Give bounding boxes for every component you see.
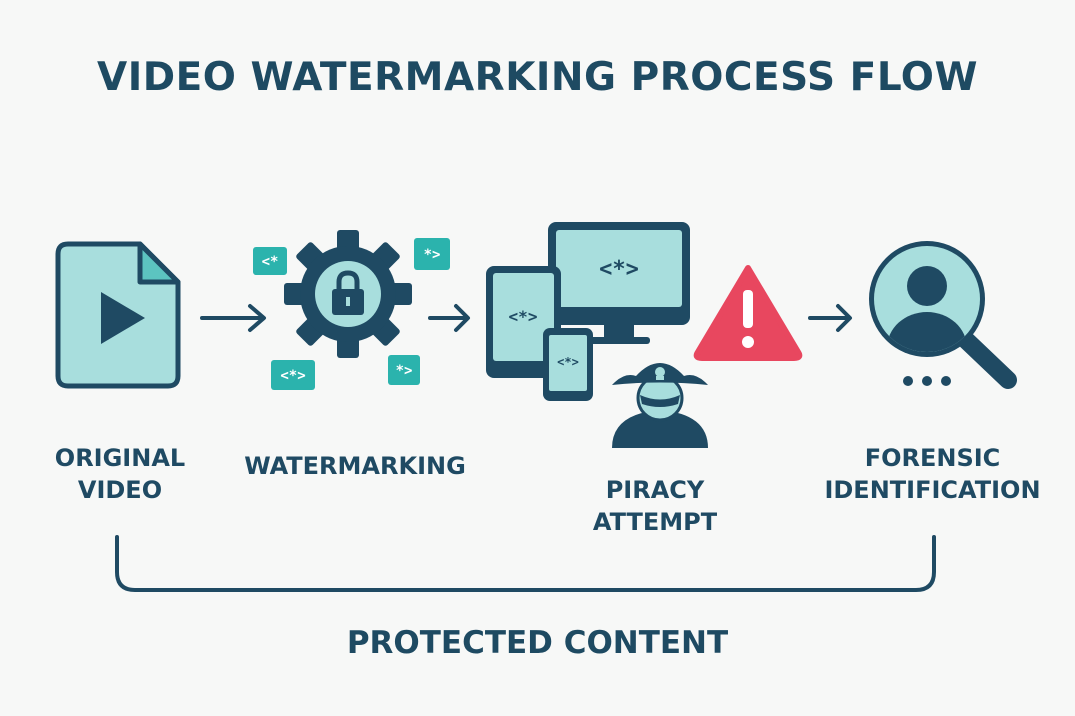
- diagram-title: VIDEO WATERMARKING PROCESS FLOW: [97, 55, 978, 100]
- warning-icon: [693, 265, 803, 361]
- label-line: VIDEO: [77, 476, 163, 504]
- svg-text:<*>: <*>: [509, 307, 538, 326]
- svg-text:<*>: <*>: [557, 355, 579, 369]
- step-label-forensic-identification: FORENSIC IDENTIFICATION: [800, 442, 1065, 506]
- svg-text:*>: *>: [424, 247, 441, 263]
- tablet-icon: <*>: [486, 266, 561, 378]
- code-tag-icon: *>: [388, 355, 420, 385]
- label-line: PIRACY: [605, 476, 705, 504]
- magnifier-person-icon: [869, 241, 1017, 389]
- code-tag-icon: <*: [253, 247, 287, 275]
- step-label-original-video: ORIGINAL VIDEO: [30, 442, 210, 506]
- arrow-icon: [428, 304, 470, 332]
- arrow-icon: [808, 304, 852, 332]
- monitor-icon: <*>: [548, 222, 690, 344]
- phone-icon: <*>: [543, 328, 593, 401]
- svg-text:<*>: <*>: [280, 368, 305, 384]
- label-line: IDENTIFICATION: [824, 476, 1041, 504]
- devices-icon: <*> <*> <*>: [486, 222, 690, 401]
- label-line: WATERMARKING: [244, 452, 466, 480]
- svg-text:<*: <*: [262, 254, 279, 270]
- arrow-icon: [200, 304, 266, 332]
- label-line: ATTEMPT: [592, 508, 718, 536]
- label-line: ORIGINAL: [54, 444, 186, 472]
- label-line: FORENSIC: [864, 444, 1001, 472]
- step-label-watermarking: WATERMARKING: [230, 450, 480, 482]
- gear-lock-icon: [284, 230, 412, 358]
- code-tag-icon: <*>: [271, 360, 315, 390]
- protected-content-bracket: [115, 535, 936, 592]
- video-file-icon: [55, 241, 181, 389]
- step-label-piracy-attempt: PIRACY ATTEMPT: [560, 474, 750, 538]
- code-tag-icon: *>: [414, 238, 450, 270]
- protected-content-label: PROTECTED CONTENT: [346, 625, 729, 661]
- pirate-icon: [612, 363, 708, 448]
- svg-text:<*>: <*>: [599, 257, 639, 282]
- svg-text:*>: *>: [396, 363, 413, 379]
